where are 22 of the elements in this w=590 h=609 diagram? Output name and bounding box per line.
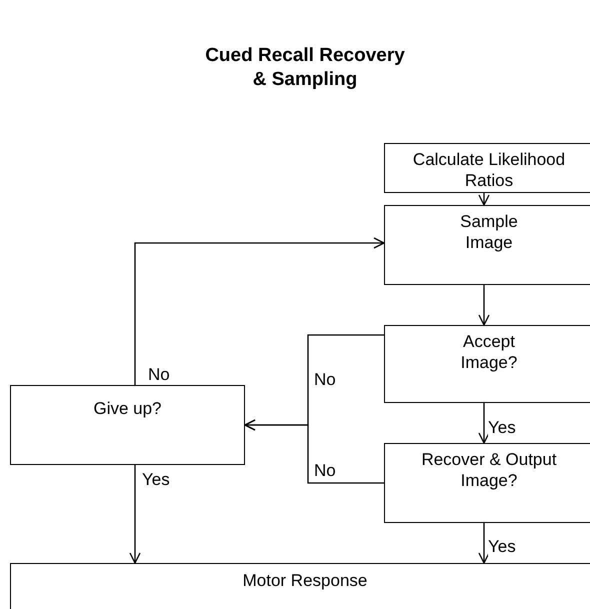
diagram-title: Cued Recall Recovery & Sampling	[204, 44, 406, 92]
process-box	[10, 563, 590, 609]
arrow	[478, 193, 490, 206]
box-label: Accept Image?	[460, 331, 518, 373]
arrow	[244, 419, 384, 484]
arrow	[129, 465, 141, 564]
arrow	[478, 523, 490, 564]
box-label: Motor Response	[242, 570, 368, 591]
process-box	[384, 325, 590, 403]
process-box	[384, 205, 590, 285]
edge-label: Yes	[488, 418, 516, 437]
arrow	[478, 403, 490, 444]
box-label: Recover & Output Image?	[420, 449, 558, 491]
edge-label: Yes	[488, 537, 516, 556]
arrow	[478, 285, 490, 326]
process-box	[10, 385, 245, 465]
box-label: Sample Image	[459, 211, 519, 253]
process-box	[384, 443, 590, 523]
arrow	[134, 237, 385, 385]
box-label: Give up?	[93, 398, 162, 419]
box-label: Calculate Likelihood Ratios	[412, 149, 566, 191]
process-box	[384, 143, 590, 193]
